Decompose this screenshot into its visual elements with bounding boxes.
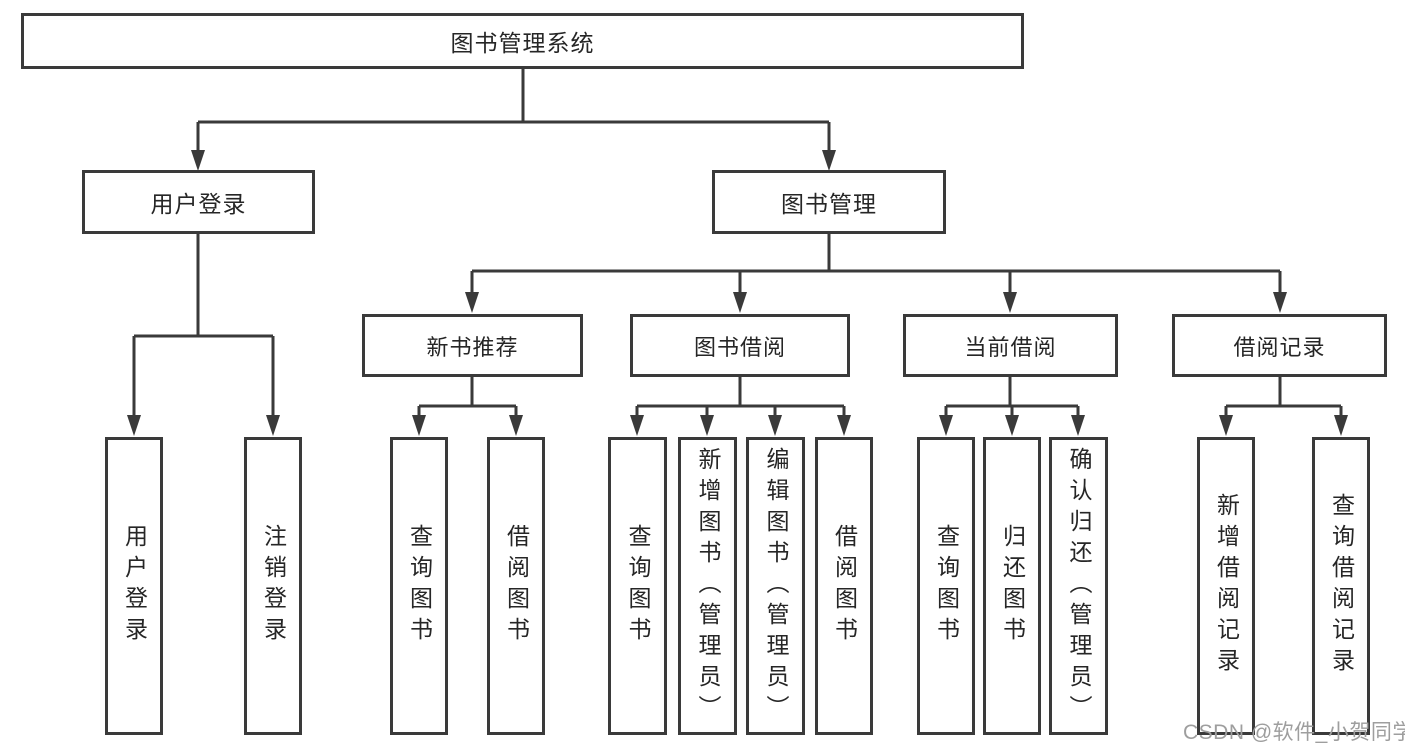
connector-book-borrow-to-leaves bbox=[630, 377, 851, 436]
node-leaf-confirm-return-admin: 确认归还（管理员） bbox=[1049, 437, 1108, 735]
node-label: 借阅图书 bbox=[831, 524, 858, 648]
node-new-book-recommend: 新书推荐 bbox=[362, 314, 583, 377]
node-label: 查询借阅记录 bbox=[1328, 493, 1355, 679]
arrowhead-icon bbox=[733, 292, 747, 313]
node-leaf-logout: 注销登录 bbox=[244, 437, 302, 735]
arrowhead-icon bbox=[837, 415, 851, 436]
arrowhead-icon bbox=[768, 415, 782, 436]
connector-root-to-level2 bbox=[191, 69, 836, 171]
node-label: 图书借阅 bbox=[693, 334, 786, 360]
node-leaf-query-borrow-record: 查询借阅记录 bbox=[1312, 437, 1370, 735]
csdn-watermark: CSDN @软件_小贺同学 bbox=[1183, 721, 1405, 744]
arrowhead-icon bbox=[191, 150, 205, 171]
node-leaf-borrow-book: 借阅图书 bbox=[815, 437, 873, 735]
node-user-login: 用户登录 bbox=[82, 170, 315, 234]
node-label: 借阅图书 bbox=[503, 524, 530, 648]
node-label: 新增图书（管理员） bbox=[695, 446, 721, 726]
node-label: 新书推荐 bbox=[426, 334, 519, 360]
node-leaf-borrow-book: 借阅图书 bbox=[487, 437, 545, 735]
connector-line bbox=[1224, 377, 1343, 417]
arrowhead-icon bbox=[630, 415, 644, 436]
arrowhead-icon bbox=[509, 415, 523, 436]
node-label: 用户登录 bbox=[150, 191, 247, 217]
node-label: 查询图书 bbox=[406, 524, 433, 648]
node-leaf-edit-book-admin: 编辑图书（管理员） bbox=[746, 437, 805, 735]
arrowhead-icon bbox=[127, 415, 141, 436]
connector-line bbox=[944, 377, 1080, 417]
node-leaf-user-login: 用户登录 bbox=[105, 437, 163, 735]
node-leaf-query-book: 查询图书 bbox=[608, 437, 667, 735]
arrowhead-icon bbox=[412, 415, 426, 436]
node-leaf-add-borrow-record: 新增借阅记录 bbox=[1197, 437, 1255, 735]
connector-line bbox=[132, 234, 275, 417]
node-label: 注销登录 bbox=[260, 524, 287, 648]
connector-current-borrow-to-leaves bbox=[939, 377, 1085, 436]
node-leaf-query-book: 查询图书 bbox=[390, 437, 448, 735]
connector-book-mgmt-to-level3 bbox=[465, 234, 1287, 313]
node-label: 图书管理 bbox=[781, 191, 877, 217]
connector-borrow-record-to-leaves bbox=[1219, 377, 1348, 436]
node-library-system: 图书管理系统 bbox=[21, 13, 1024, 69]
node-label: 查询图书 bbox=[625, 524, 651, 648]
arrowhead-icon bbox=[939, 415, 953, 436]
node-label: 确认归还（管理员） bbox=[1066, 446, 1092, 726]
arrowhead-icon bbox=[1071, 415, 1085, 436]
node-current-borrow: 当前借阅 bbox=[903, 314, 1118, 377]
connector-line bbox=[635, 377, 846, 417]
node-leaf-add-book-admin: 新增图书（管理员） bbox=[678, 437, 737, 735]
node-borrow-record: 借阅记录 bbox=[1172, 314, 1387, 377]
node-label: 编辑图书（管理员） bbox=[763, 446, 789, 726]
arrowhead-icon bbox=[700, 415, 714, 436]
node-leaf-return-book: 归还图书 bbox=[983, 437, 1041, 735]
arrowhead-icon bbox=[465, 292, 479, 313]
connector-line bbox=[417, 377, 518, 417]
connector-new-book-to-leaves bbox=[412, 377, 523, 436]
node-label: 用户登录 bbox=[121, 524, 148, 648]
connector-user-login-to-leaves bbox=[127, 234, 280, 436]
node-book-management: 图书管理 bbox=[712, 170, 946, 234]
arrowhead-icon bbox=[822, 150, 836, 171]
arrowhead-icon bbox=[1334, 415, 1348, 436]
arrowhead-icon bbox=[1219, 415, 1233, 436]
arrowhead-icon bbox=[266, 415, 280, 436]
node-label: 归还图书 bbox=[999, 524, 1026, 648]
node-label: 新增借阅记录 bbox=[1213, 493, 1240, 679]
connector-line bbox=[470, 234, 1282, 294]
node-label: 当前借阅 bbox=[964, 334, 1057, 360]
node-label: 借阅记录 bbox=[1233, 334, 1326, 360]
arrowhead-icon bbox=[1003, 292, 1017, 313]
node-book-borrow: 图书借阅 bbox=[630, 314, 850, 377]
node-leaf-query-book: 查询图书 bbox=[917, 437, 975, 735]
node-label: 图书管理系统 bbox=[450, 30, 595, 56]
connector-line bbox=[196, 69, 831, 152]
arrowhead-icon bbox=[1273, 292, 1287, 313]
node-label: 查询图书 bbox=[933, 524, 960, 648]
arrowhead-icon bbox=[1005, 415, 1019, 436]
